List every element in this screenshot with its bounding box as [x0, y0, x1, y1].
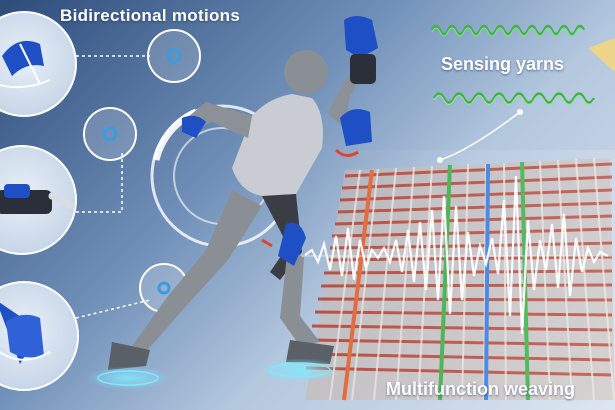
knee-actuator-callout: [0, 281, 79, 391]
runner-figure: [108, 50, 362, 370]
elbow-actuator-icon: [340, 109, 372, 146]
sensing-yarn-top: [430, 24, 586, 37]
foot-glow-right: [258, 358, 342, 382]
hand-actuator-callout: [0, 145, 77, 255]
hand-actuator-icon: [344, 16, 378, 58]
elbow-actuator-callout: [0, 11, 77, 117]
sensing-callout-line: [439, 111, 521, 161]
sensing-yarns-label: Sensing yarns: [441, 54, 565, 74]
runner-torso: [232, 94, 323, 196]
body-actuators: [182, 16, 378, 266]
sensing-yarn-bottom: [432, 92, 596, 105]
sound-waveform: [300, 175, 612, 335]
runner-front-shoe: [286, 340, 334, 364]
rotation-arrow-icon: [0, 350, 51, 361]
multifunction-weaving-label: Multifunction weaving: [386, 379, 575, 399]
runner-back-shoe: [108, 342, 150, 370]
yellow-yarn-tip: [588, 38, 615, 72]
bidirectional-motions-label: Bidirectional motions: [60, 6, 241, 25]
woven-fabric: [300, 150, 615, 401]
runner-back-arm: [182, 102, 252, 138]
runner-head: [284, 50, 328, 94]
rotation-arrow-icon: [0, 79, 51, 89]
foot-glow-left: [86, 366, 170, 390]
runner-front-arm: [318, 70, 362, 128]
rotation-rings: [83, 29, 294, 313]
elbow-actuator-icon: [2, 40, 44, 76]
runner-front-leg: [280, 246, 320, 346]
runner-back-leg: [132, 190, 262, 354]
callout-connectors: [75, 55, 151, 319]
knee-actuator-icon: [278, 222, 306, 266]
